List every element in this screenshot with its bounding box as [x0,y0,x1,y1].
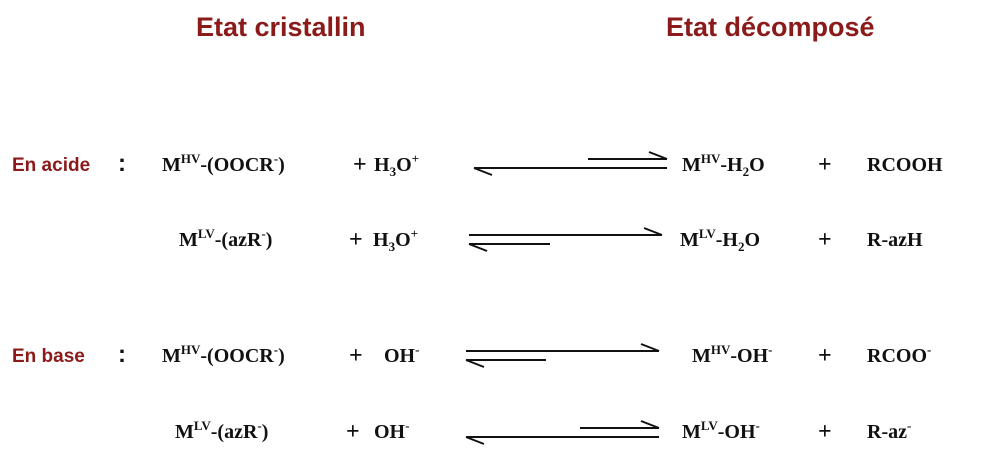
byproduct-formula: RCOOH [867,154,943,176]
heading-decomposed-state: Etat décomposé [666,12,875,42]
reagent-formula: H3O+ [374,151,420,179]
plus-sign: + [349,343,363,369]
equilibrium-arrow [468,227,663,252]
byproduct-formula: RCOO- [867,342,932,367]
condition-acid-label: En acide [12,155,91,176]
product-formula: MHV-H2O [682,151,765,179]
reagent-formula: OH- [384,342,420,367]
reactant-formula: MLV-(azR-) [175,418,269,443]
condition-acid-separator: : [118,150,126,177]
plus-sign: + [818,227,832,253]
byproduct-formula: R-azH [867,229,923,251]
product-formula: MLV-H2O [680,226,761,254]
plus-sign: + [818,343,832,369]
condition-base-separator: : [118,341,126,368]
equilibrium-arrow [473,151,668,176]
plus-sign: + [346,419,360,445]
reagent-formula: OH- [374,418,410,443]
reactant-formula: MHV-(OOCR-) [162,151,285,176]
plus-sign: + [818,152,832,178]
condition-base-label: En base [12,346,85,367]
plus-sign: + [818,419,832,445]
reactant-formula: MLV-(azR-) [179,226,273,251]
plus-sign: + [353,152,367,178]
equilibrium-arrow [465,343,660,368]
byproduct-formula: R-az- [867,418,912,443]
plus-sign: + [349,227,363,253]
reactant-formula: MHV-(OOCR-) [162,342,285,367]
product-formula: MHV-OH- [692,342,773,367]
heading-crystalline-state: Etat cristallin [196,12,366,42]
equilibrium-arrow [465,420,660,445]
reagent-formula: H3O+ [373,226,419,254]
product-formula: MLV-OH- [682,418,760,443]
